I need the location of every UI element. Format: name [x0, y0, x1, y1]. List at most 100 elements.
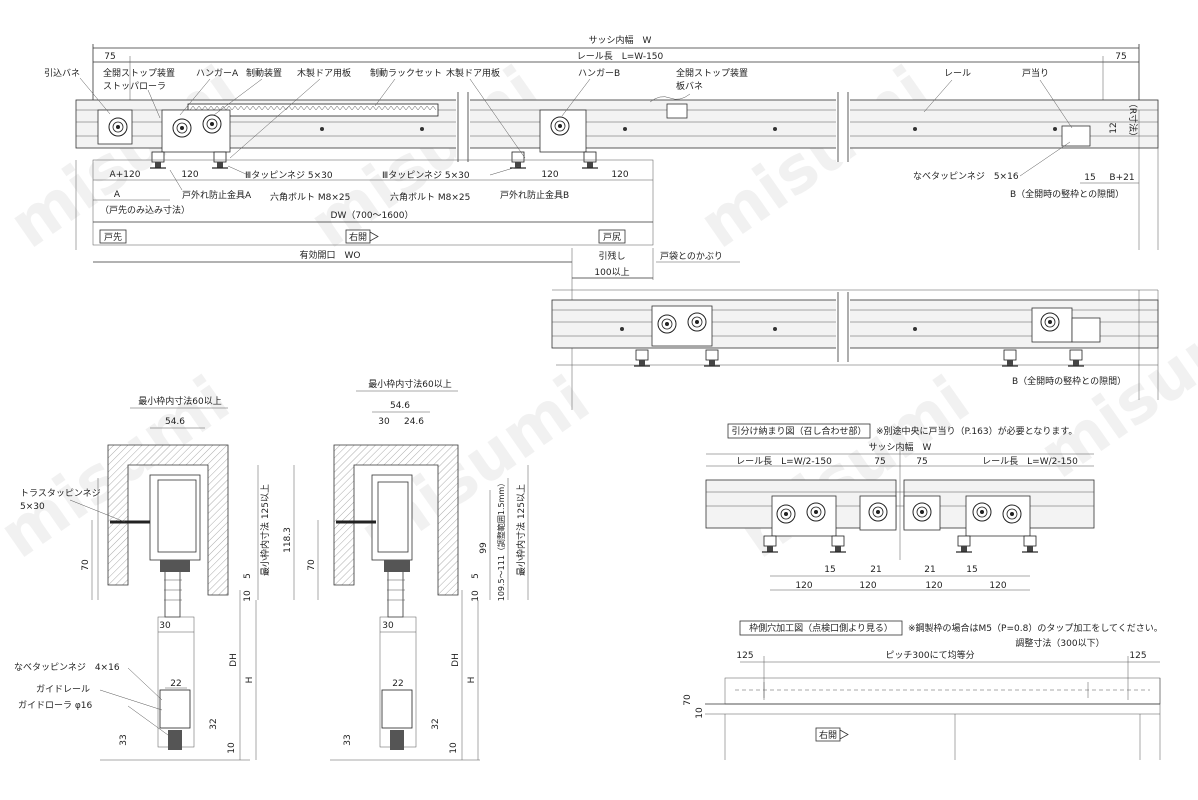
svg-text:21: 21 [924, 565, 935, 575]
svg-text:10: 10 [227, 742, 237, 754]
svg-text:30: 30 [159, 621, 171, 631]
svg-text:ピッチ300にて均等分: ピッチ300にて均等分 [885, 649, 974, 661]
svg-text:A+120: A+120 [110, 170, 141, 180]
svg-text:なべタッピンネジ 5×16: なべタッピンネジ 5×16 [913, 171, 1019, 182]
svg-text:ガイドレール: ガイドレール [36, 684, 90, 695]
svg-text:H: H [467, 677, 477, 684]
svg-text:引分け納まり図（召し合わせ部）: 引分け納まり図（召し合わせ部） [731, 425, 866, 437]
svg-text:75: 75 [916, 457, 927, 467]
svg-text:引残し: 引残し [598, 250, 625, 262]
svg-text:33: 33 [343, 734, 353, 745]
svg-text:H: H [245, 677, 255, 684]
svg-text:ハンガーB: ハンガーB [578, 68, 620, 79]
svg-text:DH: DH [229, 653, 239, 667]
svg-text:120: 120 [989, 581, 1006, 591]
svg-text:120: 120 [859, 581, 876, 591]
frame-hole-detail: 枠側穴加工図（点検口側より見る） ※鋼製枠の場合はM5（P=0.8）のタップ加工… [683, 620, 1163, 760]
svg-text:最小枠内寸法60以上: 最小枠内寸法60以上 [138, 395, 221, 407]
svg-text:六角ボルト M8×25: 六角ボルト M8×25 [390, 191, 470, 203]
svg-text:ストッパローラ: ストッパローラ [103, 81, 166, 92]
svg-text:木製ドア用板: 木製ドア用板 [297, 67, 351, 79]
svg-text:54.6: 54.6 [165, 417, 185, 427]
svg-text:32: 32 [209, 718, 219, 729]
svg-text:戸袋とのかぶり: 戸袋とのかぶり [660, 250, 723, 262]
svg-text:70: 70 [81, 559, 91, 571]
svg-text:トラスタッピンネジ: トラスタッピンネジ [20, 488, 101, 499]
svg-text:戸尻: 戸尻 [603, 232, 621, 243]
svg-text:右開: 右開 [349, 231, 367, 243]
svg-text:5: 5 [471, 573, 481, 579]
svg-text:有効開口 WO: 有効開口 WO [300, 249, 361, 261]
svg-text:32: 32 [431, 718, 441, 729]
pull-spring-gear [108, 117, 128, 137]
svg-text:30: 30 [382, 621, 394, 631]
svg-text:misumi: misumi [687, 53, 943, 263]
svg-text:10: 10 [695, 707, 705, 719]
svg-text:DH: DH [451, 653, 461, 667]
bipart-detail: 引分け納まり図（召し合わせ部） ※別途中央に戸当り（P.163）が必要となります… [705, 423, 1095, 591]
svg-text:サッシ内幅 W: サッシ内幅 W [869, 441, 932, 453]
svg-text:120: 120 [795, 581, 812, 591]
svg-text:B（全開時の竪枠との隙間）: B（全開時の竪枠との隙間） [1010, 188, 1124, 200]
svg-text:レール: レール [944, 69, 971, 79]
svg-text:B+21: B+21 [1109, 173, 1134, 183]
svg-text:70: 70 [683, 694, 693, 706]
svg-text:15: 15 [824, 565, 835, 575]
svg-text:最小枠内寸法 125以上: 最小枠内寸法 125以上 [259, 484, 271, 576]
svg-text:全開ストップ装置: 全開ストップ装置 [103, 67, 175, 79]
dim-right-75: 75 [1115, 52, 1126, 62]
dim-left-75: 75 [104, 52, 115, 62]
svg-text:118.3: 118.3 [283, 527, 293, 553]
svg-text:調整寸法（300以下）: 調整寸法（300以下） [1015, 637, 1104, 649]
svg-text:戸当り: 戸当り [1022, 67, 1049, 79]
svg-text:（R寸法）: （R寸法） [1127, 99, 1139, 141]
svg-text:レール長 L=W/2-150: レール長 L=W/2-150 [982, 456, 1078, 467]
svg-text:120: 120 [925, 581, 942, 591]
svg-text:5: 5 [243, 573, 253, 579]
svg-text:ハンガーA: ハンガーA [196, 68, 239, 79]
svg-text:B（全開時の竪枠との隙間）: B（全開時の竪枠との隙間） [1012, 375, 1126, 387]
svg-text:最小枠内寸法 125以上: 最小枠内寸法 125以上 [515, 484, 527, 576]
svg-text:125: 125 [1129, 651, 1146, 661]
svg-text:制動装置: 制動装置 [246, 67, 282, 79]
svg-text:75: 75 [874, 457, 885, 467]
svg-text:Ⅲタッピンネジ 5×30: Ⅲタッピンネジ 5×30 [382, 170, 470, 181]
svg-text:22: 22 [392, 679, 403, 689]
svg-text:99: 99 [479, 542, 489, 554]
svg-text:枠側穴加工図（点検口側より見る）: 枠側穴加工図（点検口側より見る） [749, 622, 893, 634]
svg-text:10: 10 [449, 742, 459, 754]
svg-text:木製ドア用板: 木製ドア用板 [446, 67, 500, 79]
svg-text:Ⅲタッピンネジ 5×30: Ⅲタッピンネジ 5×30 [245, 170, 333, 181]
svg-text:DW（700～1600）: DW（700～1600） [331, 210, 414, 221]
svg-text:最小枠内寸法60以上: 最小枠内寸法60以上 [368, 378, 451, 390]
svg-text:（戸先のみ込み寸法）: （戸先のみ込み寸法） [100, 204, 190, 216]
svg-text:15: 15 [1084, 173, 1095, 183]
svg-text:板バネ: 板バネ [676, 80, 703, 92]
svg-text:120: 120 [611, 170, 628, 180]
svg-text:なべタッピンネジ 4×16: なべタッピンネジ 4×16 [14, 662, 120, 673]
svg-text:戸外れ防止金具A: 戸外れ防止金具A [182, 189, 252, 201]
svg-text:10: 10 [243, 590, 253, 602]
svg-text:12: 12 [1109, 122, 1119, 133]
top-view: サッシ内幅 W 75 75 レール長 L=W-150 [44, 34, 1159, 410]
svg-text:A: A [114, 190, 121, 200]
svg-text:70: 70 [307, 559, 317, 571]
svg-text:※別途中央に戸当り（P.163）が必要となります。: ※別途中央に戸当り（P.163）が必要となります。 [876, 425, 1077, 437]
svg-text:30: 30 [378, 417, 390, 427]
svg-text:100以上: 100以上 [594, 267, 629, 278]
dim-rail-length: レール長 L=W-150 [577, 51, 664, 62]
svg-text:制動ラックセット: 制動ラックセット [370, 67, 442, 79]
svg-text:10: 10 [471, 590, 481, 602]
svg-text:109.5～111（調整範囲1.5mm）: 109.5～111（調整範囲1.5mm） [496, 479, 506, 601]
svg-text:戸先: 戸先 [104, 231, 122, 243]
full-open-view: B（全開時の竪枠との隙間） [551, 289, 1159, 400]
svg-text:120: 120 [541, 170, 558, 180]
svg-text:全開ストップ装置: 全開ストップ装置 [676, 67, 748, 79]
svg-text:21: 21 [870, 565, 881, 575]
svg-text:5×30: 5×30 [20, 502, 45, 512]
svg-text:※鋼製枠の場合はM5（P=0.8）のタップ加工をしてください: ※鋼製枠の場合はM5（P=0.8）のタップ加工をしてください。 [908, 622, 1163, 634]
svg-text:33: 33 [119, 734, 129, 745]
svg-text:22: 22 [170, 679, 181, 689]
section-left: 最小枠内寸法60以上 54.6 トラスタッピンネジ 5×30 70 118.3 … [14, 395, 295, 761]
